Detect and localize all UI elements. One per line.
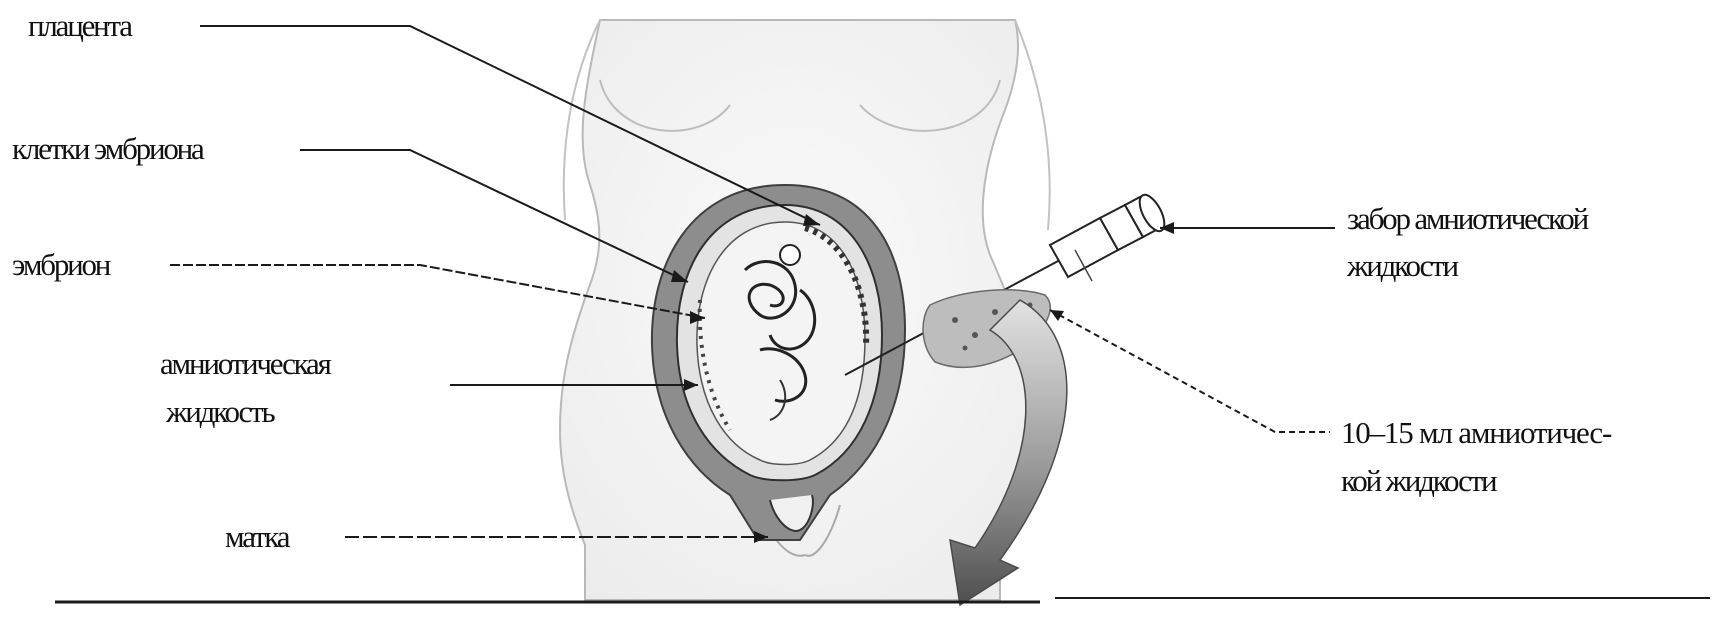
- label-embryo: эмбрион: [12, 246, 109, 284]
- label-amniotic-fluid-line2: жидкость: [166, 393, 273, 431]
- label-volume-line2: кой жидкости: [1341, 462, 1495, 500]
- label-fluid-sampling-line2: жидкости: [1347, 247, 1457, 285]
- label-placenta: плацента: [28, 7, 131, 45]
- label-volume-line1: 10–15 мл амниотичес-: [1341, 414, 1611, 452]
- label-amniotic-fluid-line1: амниотическая: [160, 345, 330, 383]
- label-fluid-sampling-line1: забор амниотической: [1347, 200, 1587, 238]
- label-embryo-cells: клетки эмбриона: [12, 130, 203, 168]
- label-uterus: матка: [225, 518, 288, 556]
- leader-volume: [1050, 310, 1330, 432]
